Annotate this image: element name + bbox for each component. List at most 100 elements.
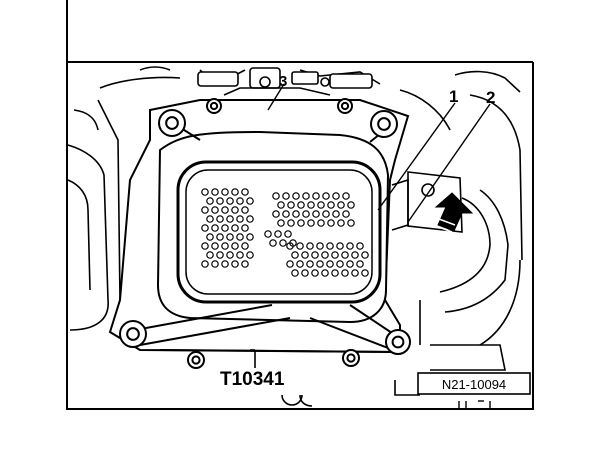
perforation-hole — [269, 239, 277, 247]
perforation-hole — [241, 224, 249, 232]
perforation-hole — [301, 251, 309, 259]
callout-3: 3 — [279, 73, 287, 90]
perforation-hole — [226, 197, 234, 205]
perforation-hole — [231, 242, 239, 250]
perforation-hole — [361, 251, 369, 259]
perforation-hole — [284, 230, 292, 238]
perforation-hole — [206, 215, 214, 223]
perforation-hole — [306, 242, 314, 250]
perforation-hole — [282, 210, 290, 218]
perforation-hole — [272, 192, 280, 200]
perforation-hole — [201, 188, 209, 196]
perforation-hole — [346, 260, 354, 268]
perforation-hole — [297, 201, 305, 209]
perforation-hole — [341, 269, 349, 277]
perforation-hole — [277, 219, 285, 227]
bolt-center — [165, 116, 179, 130]
perforation-hole — [326, 242, 334, 250]
perforation-hole — [221, 260, 229, 268]
mounting-bolts — [119, 98, 411, 369]
tool-label: T10341 — [220, 369, 285, 390]
perforation-hole — [201, 260, 209, 268]
bolt-center — [377, 117, 391, 131]
figure-ref-box: N21-10094 — [417, 372, 531, 395]
bolt-center — [126, 327, 140, 341]
perforation-hole — [282, 192, 290, 200]
bolt-center — [391, 335, 405, 349]
callout-leaders — [267, 83, 491, 223]
perforation-hole — [211, 188, 219, 196]
perforation-hole — [302, 192, 310, 200]
perforation-hole — [206, 233, 214, 241]
perforation-hole — [216, 251, 224, 259]
perforation-hole — [351, 251, 359, 259]
bolt-center — [209, 101, 219, 111]
perforation-hole — [241, 260, 249, 268]
perforation-hole — [236, 197, 244, 205]
top-fittings — [197, 67, 373, 111]
perforation-hole — [211, 206, 219, 214]
perforation-hole — [211, 260, 219, 268]
perforation-hole — [316, 260, 324, 268]
perforation-hole — [312, 210, 320, 218]
perforation-hole — [301, 269, 309, 277]
perforation-hole — [274, 230, 282, 238]
perforation-hole — [327, 219, 335, 227]
perforation-hole — [272, 210, 280, 218]
perforation-hole — [246, 251, 254, 259]
perforation-hole — [216, 197, 224, 205]
perforation-hole — [342, 210, 350, 218]
perforation-hole — [337, 201, 345, 209]
perforation-hole — [226, 251, 234, 259]
perforation-hole — [279, 239, 287, 247]
perforation-hole — [221, 242, 229, 250]
perforation-hole — [356, 242, 364, 250]
perforation-hole — [351, 269, 359, 277]
bolt-center — [346, 353, 356, 363]
perforation-hole — [322, 210, 330, 218]
perforation-hole — [211, 224, 219, 232]
perforation-hole — [331, 269, 339, 277]
perforation-hole — [246, 197, 254, 205]
perforation-hole — [231, 206, 239, 214]
perforation-hole — [336, 260, 344, 268]
small-marks — [458, 400, 491, 408]
perforation-hole — [292, 192, 300, 200]
perforation-hole — [287, 201, 295, 209]
perforation-hole — [206, 251, 214, 259]
perforation-hole — [206, 197, 214, 205]
perforation-hole — [297, 219, 305, 227]
perforation-hole — [322, 192, 330, 200]
perforation-hole — [327, 201, 335, 209]
perforation-hole — [201, 242, 209, 250]
perforation-hole — [221, 206, 229, 214]
perforation-hole — [296, 242, 304, 250]
perforation-hole — [241, 206, 249, 214]
perforation-hole — [296, 260, 304, 268]
perforation-hole — [231, 188, 239, 196]
perforation-hole — [226, 215, 234, 223]
perforation-hole — [201, 224, 209, 232]
callout-1: 1 — [449, 87, 458, 106]
perforation-hole — [326, 260, 334, 268]
perforation-hole — [236, 215, 244, 223]
callout-2: 2 — [486, 88, 495, 107]
tool-pointer — [250, 349, 256, 368]
perforation-hole — [331, 251, 339, 259]
perforation-hole — [302, 210, 310, 218]
perforation-hole — [231, 260, 239, 268]
perforation-hole — [286, 260, 294, 268]
perforation-hole — [317, 219, 325, 227]
perforation-hole — [312, 192, 320, 200]
perforation-hole — [332, 192, 340, 200]
perforation-hole — [241, 242, 249, 250]
bolt-center — [340, 101, 350, 111]
perforation-hole — [321, 269, 329, 277]
perforation-hole — [246, 233, 254, 241]
direction-arrow-icon — [434, 192, 474, 233]
perforation-hole — [311, 269, 319, 277]
perforation-hole — [241, 188, 249, 196]
perforation-hole — [291, 269, 299, 277]
perforation-hole — [236, 251, 244, 259]
